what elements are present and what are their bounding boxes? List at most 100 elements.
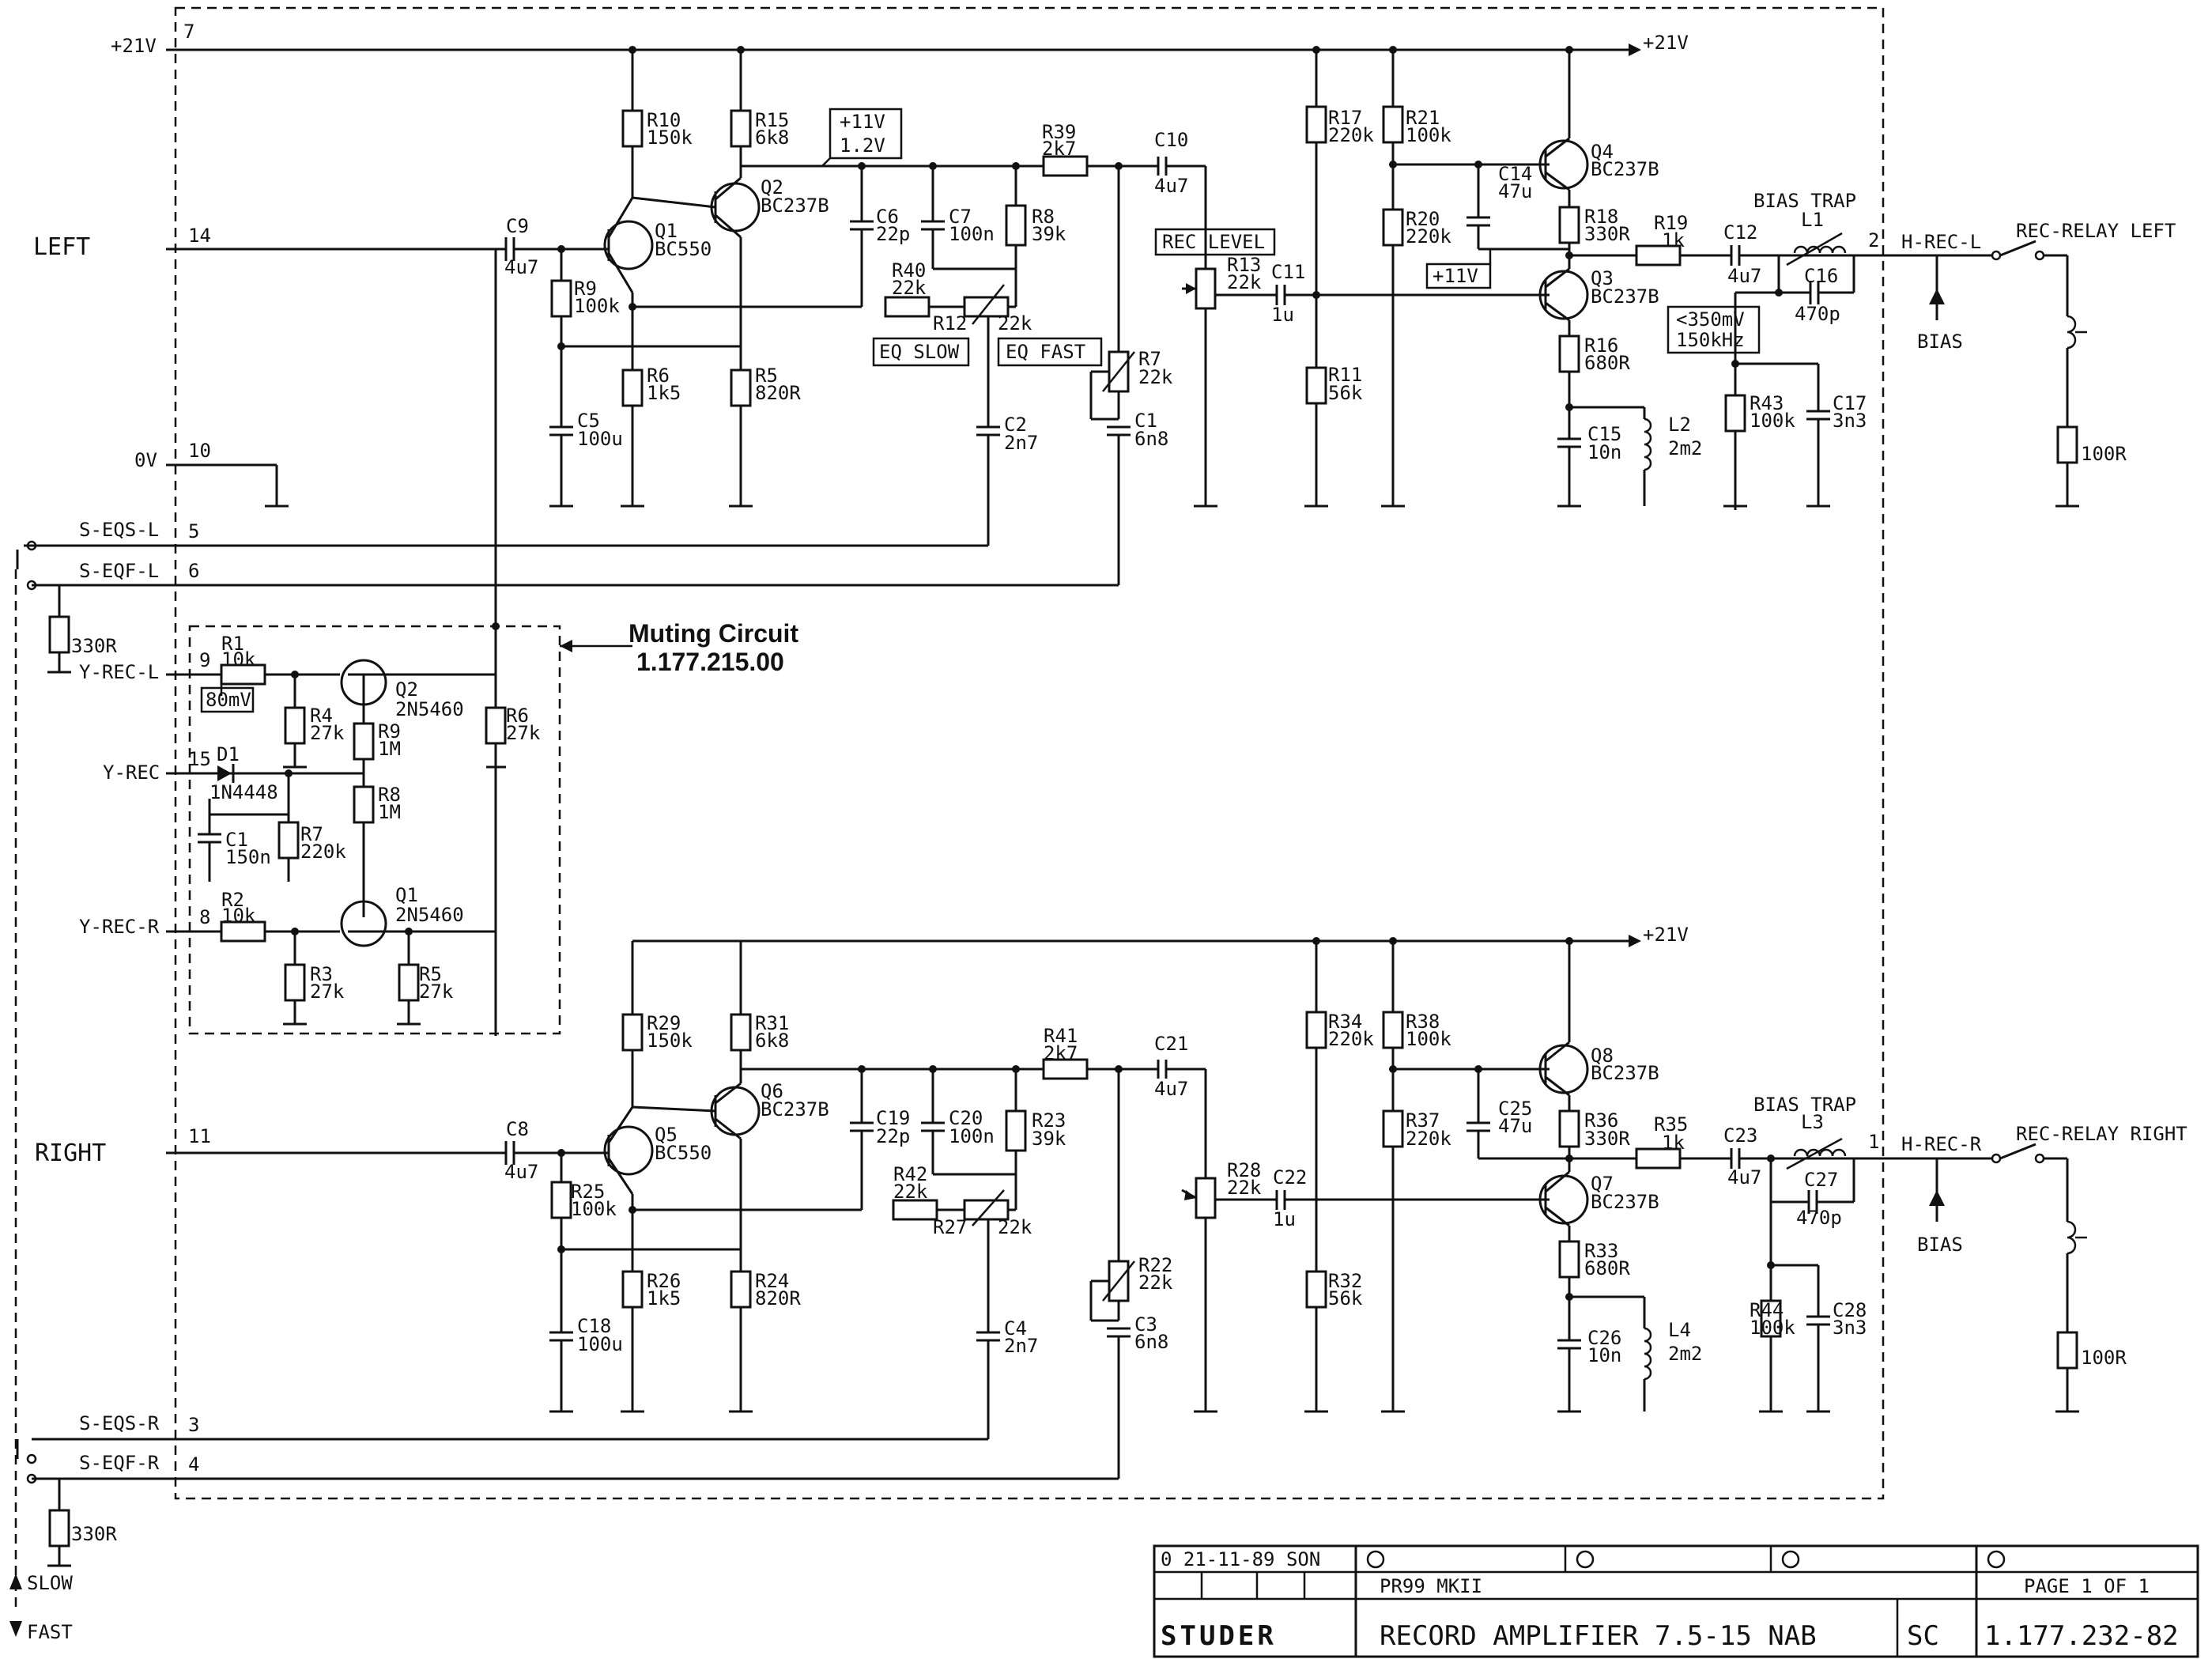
schematic-label: R33: [1584, 1240, 1618, 1262]
schematic-label: 1u: [1273, 1208, 1296, 1230]
muting-circuit: Y-REC-L 9 R1 10k 80mV R4 27k Q2 2N5460 R…: [79, 249, 541, 1036]
schematic-label: 220k: [1328, 124, 1374, 146]
schematic-label: 1k5: [647, 1287, 681, 1309]
drawing-number: 1.177.232-82: [1984, 1620, 2179, 1652]
schematic-label: C19: [876, 1107, 910, 1129]
schematic-label: 220k: [300, 841, 346, 863]
schematic-label: R32: [1328, 1270, 1362, 1292]
pin-7: 7: [183, 21, 194, 43]
title-block: 0 21-11-89 SON PR99 MKII PAGE 1 OF 1 STU…: [1153, 1544, 2199, 1658]
schematic-label: C6: [876, 206, 899, 228]
schematic-label: BC550: [655, 1142, 712, 1164]
schematic-label: 6k8: [755, 1030, 789, 1052]
schematic-label: R12: [933, 312, 967, 334]
schematic-label: 680R: [1584, 352, 1630, 374]
schematic-label: REC-RELAY LEFT: [2016, 220, 2176, 242]
schematic-label: C4: [1004, 1317, 1027, 1340]
schematic-label: 100R: [2081, 443, 2127, 465]
schematic-label: 4u7: [504, 1161, 538, 1183]
schematic-label: 1u: [1271, 304, 1294, 326]
schematic-label: 47u: [1498, 180, 1532, 202]
schematic-label: Q2: [395, 678, 418, 701]
schematic-label: R28: [1227, 1159, 1261, 1181]
supply-input-label: +21V: [111, 35, 157, 57]
schematic-label: 1k5: [647, 382, 681, 404]
schematic-label: 15: [188, 748, 211, 770]
schematic-label: 150k: [647, 1030, 693, 1052]
schematic-label: 3n3: [1833, 1317, 1867, 1339]
schematic-label: C1: [1134, 410, 1157, 432]
schematic-label: R2: [221, 889, 244, 911]
schematic-label: 2k7: [1044, 1042, 1078, 1064]
schematic-label: 22k: [1227, 271, 1262, 293]
schematic-label: S-EQS-R: [79, 1412, 160, 1434]
schematic-label: C1: [225, 829, 248, 851]
schematic-label: C8: [506, 1118, 529, 1140]
schematic-label: SLOW: [27, 1572, 73, 1594]
schematic-label: C18: [577, 1315, 611, 1337]
schematic-label: R39: [1042, 121, 1076, 143]
schematic-label: 1M: [378, 801, 401, 823]
schematic-label: 47u: [1498, 1115, 1532, 1137]
schematic-label: 100k: [1750, 410, 1795, 432]
schematic-label: R6: [506, 705, 529, 727]
schematic-label: R10: [647, 109, 681, 131]
schematic-label: C2: [1004, 414, 1027, 436]
schematic-label: 4: [188, 1453, 199, 1476]
brand-logo: STUDER: [1161, 1620, 1277, 1652]
schematic-label: C16: [1804, 265, 1838, 287]
schematic-label: 22k: [1138, 366, 1173, 388]
schematic-label: R5: [419, 963, 442, 985]
schematic-label: +11V: [1433, 265, 1478, 287]
schematic-label: R43: [1750, 392, 1784, 414]
schematic-label: 5: [188, 520, 199, 542]
schematic-label: R40: [892, 259, 926, 282]
schematic-label: R22: [1138, 1254, 1172, 1276]
schematic-label: BC237B: [761, 195, 829, 217]
schematic-label: 22k: [998, 312, 1032, 334]
schematic-label: C26: [1587, 1327, 1621, 1349]
schematic-label: R8: [1032, 206, 1055, 228]
schematic-label: C14: [1498, 163, 1532, 185]
schematic-label: R26: [647, 1270, 681, 1292]
right-channel: +21V RIGHT 11 C8 4u7 R29 150k Q5 BC550 R…: [35, 924, 2187, 1479]
schematic-label: R20: [1406, 208, 1440, 230]
schematic-label: 80mV: [206, 689, 251, 711]
schematic-label: 10k: [221, 648, 256, 671]
schematic-label: R1: [221, 633, 244, 655]
schematic-label: R25: [571, 1181, 605, 1203]
schematic-label: 150kHz: [1676, 329, 1745, 351]
revision-entry: 0 21-11-89 SON: [1161, 1548, 1320, 1570]
schematic-label: 4u7: [1154, 175, 1188, 197]
schematic-label: BIAS: [1917, 331, 1963, 353]
schematic-label: Y-REC-L: [79, 661, 159, 683]
schematic-label: 2N5460: [395, 698, 464, 720]
pin-14: 14: [188, 225, 211, 247]
schematic-label: 6k8: [755, 127, 789, 149]
schematic-label: 2k7: [1042, 138, 1076, 160]
schematic-label: R27: [933, 1216, 967, 1238]
schematic-label: R34: [1328, 1011, 1362, 1033]
schematic-label: 4u7: [1727, 1166, 1761, 1189]
drawing-size: SC: [1907, 1620, 1939, 1652]
schematic-label: R3: [310, 963, 333, 985]
schematic-label: 4u7: [1727, 265, 1761, 287]
schematic-label: 1.2V: [840, 134, 885, 157]
schematic-label: 2N5460: [395, 904, 464, 926]
schematic-label: 2m2: [1668, 1343, 1702, 1365]
schematic-label: R38: [1406, 1011, 1440, 1033]
schematic-label: 10n: [1587, 441, 1621, 463]
muting-note-number: 1.177.215.00: [636, 648, 784, 676]
schematic-label: C27: [1804, 1169, 1838, 1191]
schematic-label: R17: [1328, 107, 1362, 129]
schematic-label: S-EQS-L: [79, 519, 159, 541]
schematic-label: REC LEVEL: [1162, 231, 1265, 253]
schematic-label: 0V: [134, 449, 157, 471]
schematic-label: 11: [188, 1125, 211, 1147]
schematic-label: Q3: [1591, 267, 1614, 289]
schematic-label: 39k: [1032, 1128, 1066, 1150]
schematic-label: 100n: [949, 223, 995, 245]
schematic-label: 100n: [949, 1125, 995, 1147]
schematic-label: R9: [378, 720, 401, 743]
schematic-label: +11V: [840, 111, 885, 133]
